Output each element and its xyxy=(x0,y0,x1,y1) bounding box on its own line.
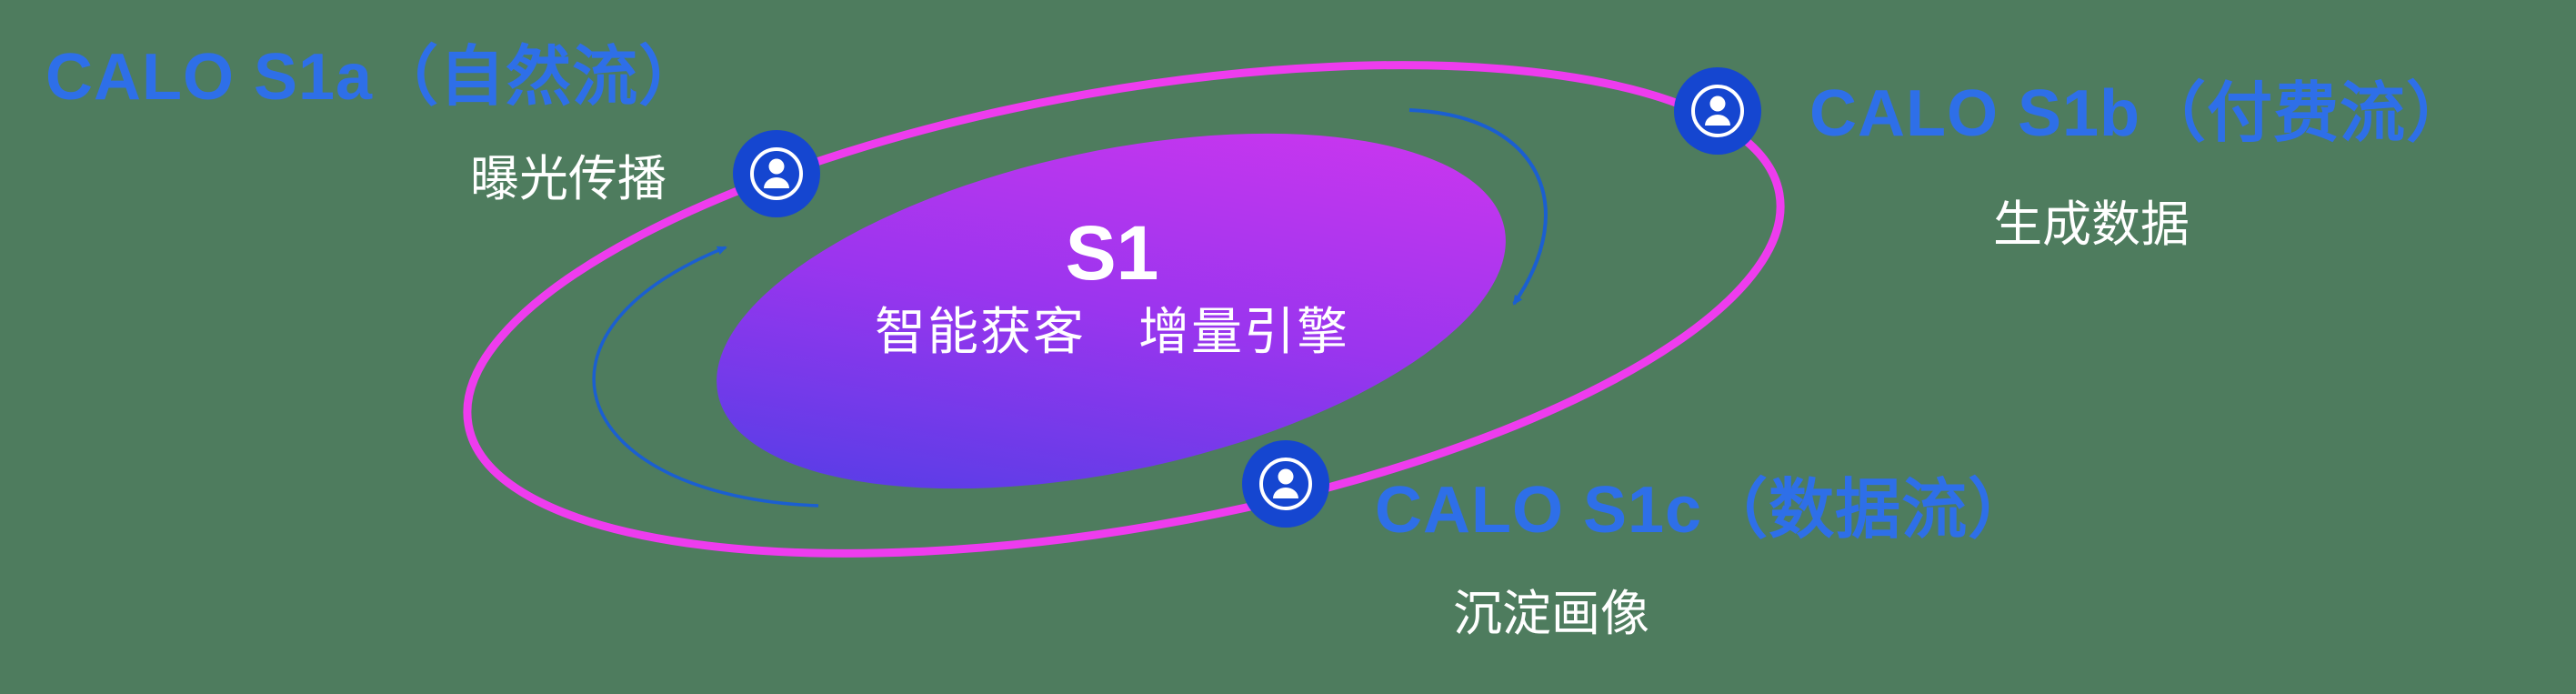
flow-arrow-right xyxy=(1408,108,1548,306)
flow-arrow-left xyxy=(592,246,819,508)
center-ellipse xyxy=(717,133,1506,489)
user-icon-body xyxy=(1273,488,1298,498)
node-s1b-sublabel: 生成数据 xyxy=(1993,197,2190,252)
node-s1b-label: CALO S1b（付费流） xyxy=(1809,77,2473,150)
user-icon-body xyxy=(1705,115,1730,126)
node-s1c-user-icon xyxy=(1242,440,1329,528)
user-icon-body xyxy=(764,177,789,188)
user-icon-ring xyxy=(1259,458,1312,510)
node-s1a-label: CALO S1a（自然流） xyxy=(45,41,706,114)
node-s1a-user-icon xyxy=(733,130,820,217)
node-s1c-label: CALO S1c（数据流） xyxy=(1375,474,2035,547)
center-title: S1 xyxy=(1065,210,1159,296)
node-s1c-sublabel: 沉淀画像 xyxy=(1453,587,1649,641)
node-s1b-user-icon xyxy=(1674,67,1761,155)
user-icon-head xyxy=(768,158,785,175)
user-icon-ring xyxy=(1691,85,1744,137)
node-s1a-sublabel: 曝光传播 xyxy=(470,152,667,206)
center-text-block: S1 智能获客 增量引擎 xyxy=(839,215,1385,360)
user-icon-ring xyxy=(750,147,803,200)
center-subtitle: 智能获客 增量引擎 xyxy=(875,303,1349,360)
user-icon-head xyxy=(1278,468,1294,485)
orbit-ellipse xyxy=(463,61,1785,558)
user-icon-head xyxy=(1709,96,1726,112)
